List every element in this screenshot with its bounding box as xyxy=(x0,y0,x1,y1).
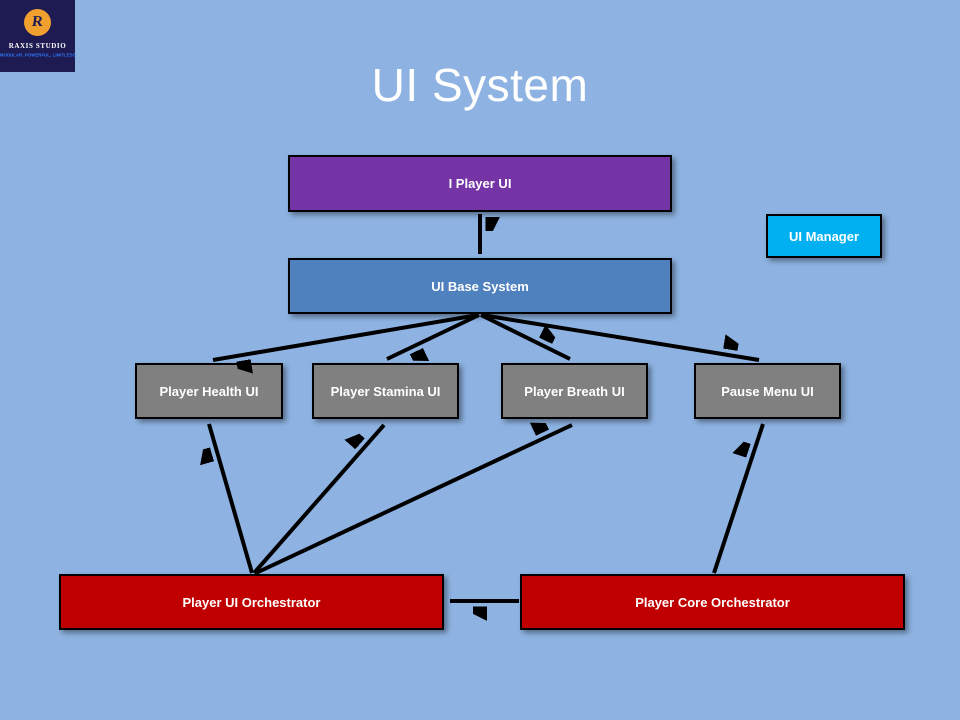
node-player-ui-orchestrator-label: Player UI Orchestrator xyxy=(182,594,321,610)
node-player-health-ui-label: Player Health UI xyxy=(159,383,259,399)
node-ui-manager: UI Manager xyxy=(766,214,882,258)
node-i-player-ui-label: I Player UI xyxy=(448,176,512,191)
logo-monogram: R xyxy=(31,14,45,30)
arrow-playeruiorchestrator-to-playerhealthui xyxy=(209,423,254,574)
arrow-uibasesystem-to-playerbreathui xyxy=(480,313,571,361)
node-player-breath-ui: Player Breath UI xyxy=(501,363,648,419)
node-ui-manager-label: UI Manager xyxy=(788,228,860,244)
logo-badge-icon: R xyxy=(24,9,51,36)
node-player-breath-ui-label: Player Breath UI xyxy=(524,383,625,399)
studio-tagline: MODULAR, POWERFUL, LIMITLESS xyxy=(0,53,76,58)
arrow-playeruiorchestrator-to-playerstaminaui xyxy=(252,423,386,575)
page-title: UI System xyxy=(371,59,589,111)
raxis-studio-logo: R RAXIS STUDIO MODULAR, POWERFUL, LIMITL… xyxy=(0,0,75,72)
node-player-stamina-ui: Player Stamina UI xyxy=(312,363,459,419)
node-player-health-ui: Player Health UI xyxy=(135,363,283,419)
arrow-uibasesystem-to-pausemenuui xyxy=(481,313,760,362)
arrow-uibasesystem-to-playerhealthui xyxy=(212,313,479,360)
node-pause-menu-ui: Pause Menu UI xyxy=(694,363,841,419)
node-ui-base-system-label: UI Base System xyxy=(431,278,529,294)
node-player-ui-orchestrator: Player UI Orchestrator xyxy=(59,574,444,630)
node-player-core-orchestrator-label: Player Core Orchestrator xyxy=(635,594,790,610)
arrow-playercoreorchestrator-to-pausemenuui xyxy=(712,423,765,574)
node-player-core-orchestrator: Player Core Orchestrator xyxy=(520,574,905,630)
node-player-stamina-ui-label: Player Stamina UI xyxy=(330,383,441,399)
studio-name: RAXIS STUDIO xyxy=(8,42,67,50)
node-ui-base-system: UI Base System xyxy=(288,258,672,314)
node-pause-menu-ui-label: Pause Menu UI xyxy=(721,383,814,399)
arrow-uibasesystem-to-playerstaminaui xyxy=(386,313,480,359)
arrow-playeruiorchestrator-to-playerbreathui xyxy=(255,425,573,575)
node-i-player-ui: I Player UI xyxy=(288,155,672,212)
